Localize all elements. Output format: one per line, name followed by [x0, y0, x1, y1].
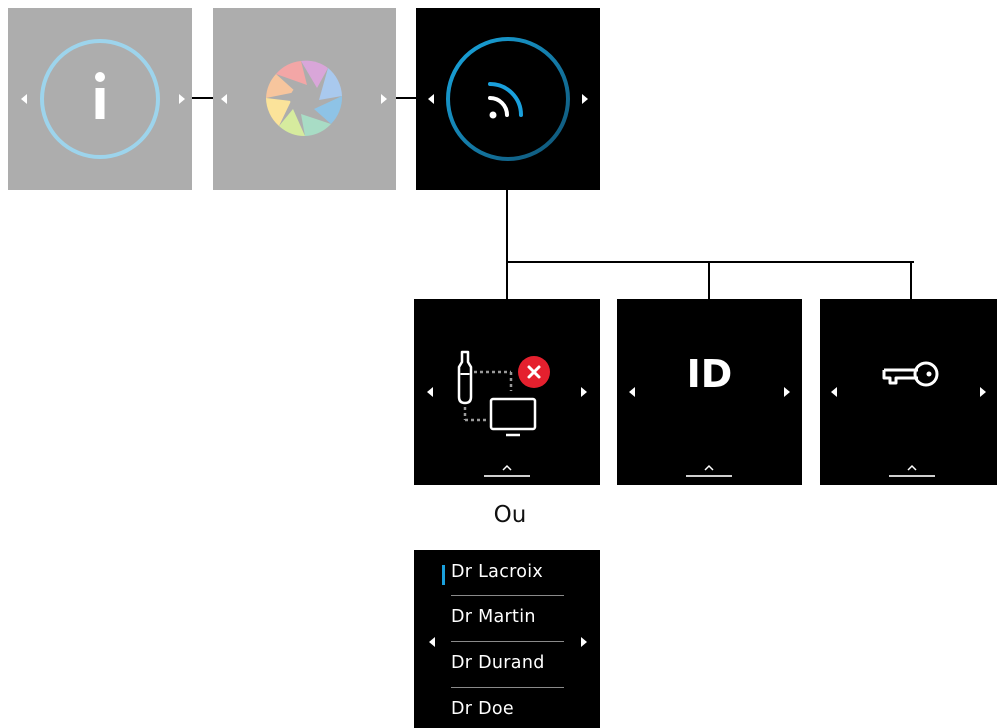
- or-label: Ou: [493, 502, 527, 528]
- nav-left-arrow-icon[interactable]: [429, 637, 435, 647]
- connector-info-color: [192, 97, 214, 99]
- up-chevron-icon[interactable]: [686, 464, 732, 477]
- nav-left-arrow-icon[interactable]: [427, 387, 433, 397]
- user-item-doe[interactable]: Dr Doe: [451, 699, 514, 719]
- connector-branch-3: [910, 261, 912, 300]
- aperture-color-icon: [266, 60, 343, 137]
- user-item-lacroix[interactable]: Dr Lacroix: [451, 562, 544, 582]
- info-icon: [40, 39, 160, 159]
- list-divider: [451, 687, 564, 688]
- id-label: ID: [686, 352, 733, 396]
- selection-cursor: [442, 565, 445, 585]
- up-chevron-icon[interactable]: [889, 464, 935, 477]
- nav-left-arrow-icon[interactable]: [629, 387, 635, 397]
- nav-right-arrow-icon[interactable]: [582, 94, 588, 104]
- info-tile[interactable]: [8, 8, 192, 190]
- device-monitor-disconnected-icon: [457, 350, 550, 437]
- nav-left-arrow-icon[interactable]: [831, 387, 837, 397]
- nav-right-arrow-icon[interactable]: [581, 387, 587, 397]
- nav-right-arrow-icon[interactable]: [179, 94, 185, 104]
- connector-horizontal: [506, 261, 914, 263]
- color-tile[interactable]: [213, 8, 396, 190]
- nav-left-arrow-icon[interactable]: [21, 94, 27, 104]
- list-divider: [451, 595, 564, 596]
- nav-right-arrow-icon[interactable]: [381, 94, 387, 104]
- nav-right-arrow-icon[interactable]: [784, 387, 790, 397]
- key-tile[interactable]: [820, 299, 997, 485]
- connector-branch-2: [708, 261, 710, 300]
- user-list-tile[interactable]: Dr Lacroix Dr Martin Dr Durand Dr Doe: [414, 550, 600, 728]
- nav-right-arrow-icon[interactable]: [980, 387, 986, 397]
- connector-trunk: [506, 190, 508, 263]
- connector-branch-1: [506, 261, 508, 300]
- nav-right-arrow-icon[interactable]: [581, 637, 587, 647]
- connector-color-wireless: [396, 97, 416, 99]
- pairing-tile[interactable]: [414, 299, 600, 485]
- wireless-signal-icon: [446, 37, 570, 161]
- key-icon: [882, 361, 939, 387]
- id-tile[interactable]: ID: [617, 299, 802, 485]
- wireless-tile[interactable]: [416, 8, 600, 190]
- list-divider: [451, 641, 564, 642]
- user-item-martin[interactable]: Dr Martin: [451, 607, 536, 627]
- up-chevron-icon[interactable]: [484, 464, 530, 477]
- nav-left-arrow-icon[interactable]: [428, 94, 434, 104]
- user-item-durand[interactable]: Dr Durand: [451, 653, 545, 673]
- nav-left-arrow-icon[interactable]: [221, 94, 227, 104]
